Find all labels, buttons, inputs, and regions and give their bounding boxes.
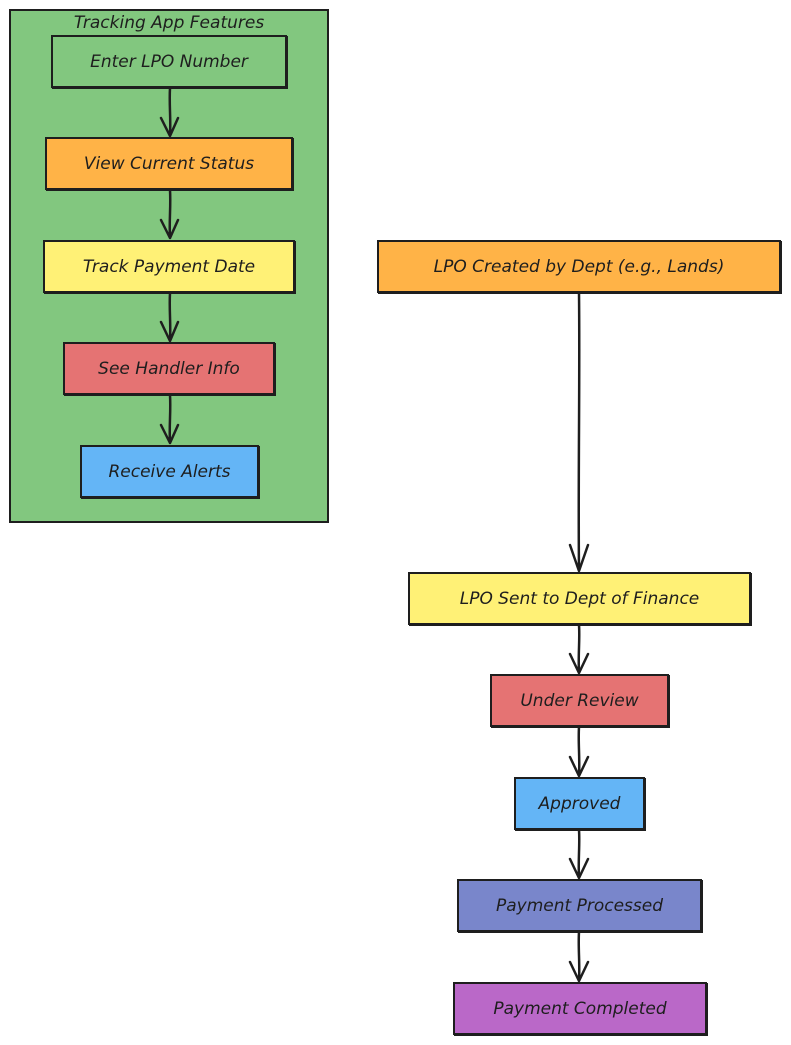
arrow-sent-to-review — [568, 623, 590, 675]
node-track-payment-date: Track Payment Date — [43, 240, 295, 293]
arrow-review-to-approved — [568, 725, 590, 778]
group-title: Tracking App Features — [73, 13, 265, 33]
node-enter-lpo-number: Enter LPO Number — [51, 35, 287, 88]
arrow-track-to-handler — [159, 291, 180, 343]
node-lpo-created: LPO Created by Dept (e.g., Lands) — [377, 240, 781, 293]
node-receive-alerts: Receive Alerts — [80, 445, 259, 498]
arrow-enter-to-view — [159, 86, 180, 138]
node-see-handler-info: See Handler Info — [63, 342, 275, 395]
arrow-view-to-track — [159, 188, 180, 240]
arrow-processed-to-completed — [568, 930, 590, 983]
node-view-current-status: View Current Status — [45, 137, 293, 190]
arrow-handler-to-alerts — [159, 393, 180, 445]
node-under-review: Under Review — [490, 674, 669, 727]
node-lpo-sent-to-finance: LPO Sent to Dept of Finance — [408, 572, 751, 625]
node-payment-processed: Payment Processed — [457, 879, 702, 932]
node-payment-completed: Payment Completed — [453, 982, 707, 1035]
node-approved: Approved — [514, 777, 645, 830]
arrow-approved-to-processed — [568, 828, 590, 880]
arrow-created-to-sent — [568, 291, 590, 573]
